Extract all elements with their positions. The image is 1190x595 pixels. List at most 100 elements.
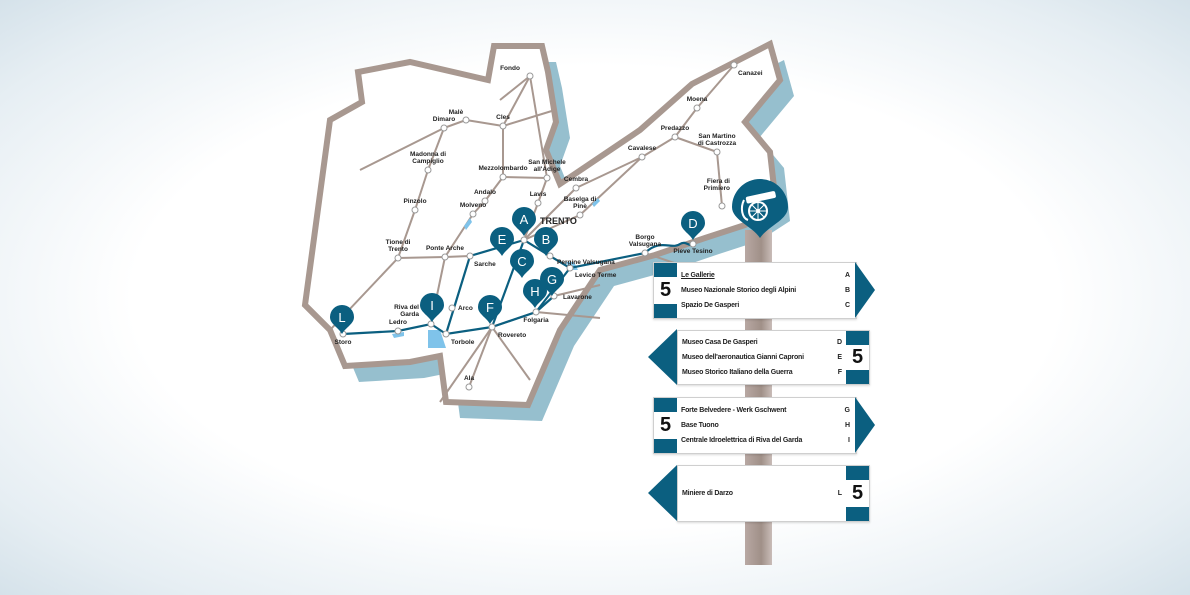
marker-letter: I [430, 298, 434, 313]
road [502, 109, 556, 127]
town-dot [465, 383, 473, 391]
marker-b[interactable]: B [534, 227, 558, 256]
road [579, 156, 643, 216]
lake [464, 218, 472, 230]
road [502, 75, 531, 127]
sign-tab [846, 466, 869, 480]
town-label: Lavarone [563, 294, 592, 301]
road [465, 119, 504, 127]
town-label: Moena [687, 96, 708, 103]
road [502, 176, 548, 179]
town-label: Fondo [500, 65, 520, 72]
marker-letter: B [542, 232, 551, 247]
town-dot [441, 253, 449, 261]
sign-tab [654, 439, 677, 453]
town-dot [411, 206, 419, 214]
town-label: Torbole [451, 339, 475, 346]
sign-item-name: Museo dell'aeronautica Gianni Caproni [682, 353, 804, 361]
marker-letter: E [498, 232, 507, 247]
marker-letter: H [530, 284, 539, 299]
town-dot [546, 252, 554, 260]
road [535, 311, 601, 319]
arrow-right-icon [855, 261, 875, 318]
road [439, 326, 493, 403]
sign-item[interactable]: Museo Casa De Gasperi D [682, 338, 842, 347]
road [696, 64, 735, 109]
town-dot [424, 166, 432, 174]
road [674, 136, 718, 153]
sign-item-name: Museo Storico Italiano della Guerra [682, 368, 793, 376]
sign-number: 5 [660, 413, 672, 436]
town-dot [481, 197, 489, 205]
town-dot [526, 72, 534, 80]
town-dot [394, 327, 402, 335]
road [553, 284, 601, 297]
marker-f[interactable]: F [478, 295, 502, 324]
road [468, 326, 493, 388]
town-dot [730, 61, 738, 69]
towns [339, 61, 738, 391]
sign-item-code: I [848, 436, 850, 444]
town-label: Pinzolo [403, 198, 426, 205]
town-label: Andalo [474, 189, 496, 196]
marker-letter: D [688, 216, 697, 231]
town-dot [440, 124, 448, 132]
town-label: Pieve Tesino [673, 248, 712, 255]
marker-letter: G [547, 272, 557, 287]
town-dot [427, 320, 435, 328]
marker-letter: F [486, 300, 494, 315]
town-dot [572, 184, 580, 192]
sign-number: 5 [660, 278, 672, 301]
town-label: Cles [496, 114, 510, 121]
road [575, 156, 643, 189]
town-dot [534, 199, 542, 207]
sign-item-name: Museo Casa De Gasperi [682, 338, 758, 346]
sign-item-code: G [844, 406, 850, 414]
town-label: Levico Terme [575, 272, 617, 279]
town-dot [689, 240, 697, 248]
sign-tab [846, 331, 869, 345]
sign-tab [654, 398, 677, 412]
town-dot [462, 116, 470, 124]
sign-item-code: D [836, 338, 842, 346]
sign-item[interactable]: Centrale Idroelettrica di Riva del Garda… [681, 436, 850, 445]
sign-tab [846, 370, 869, 384]
town-label: TRENTO [540, 216, 577, 226]
sign-tab [654, 263, 677, 277]
marker-l[interactable]: L [330, 305, 354, 334]
marker-d[interactable]: D [681, 211, 705, 240]
road [499, 75, 531, 101]
town-label: Predazzo [661, 125, 690, 132]
lake [428, 330, 446, 348]
town-label: Lavis [530, 191, 547, 198]
marker-e[interactable]: E [490, 227, 514, 256]
sign-item-name: Centrale Idroelettrica di Riva del Garda [681, 436, 803, 444]
road [491, 326, 531, 381]
sign-number: 5 [852, 345, 864, 368]
markers: ABC D E F GH I L [330, 207, 705, 334]
sign-item-code: H [844, 421, 850, 429]
marker-a[interactable]: A [512, 207, 536, 236]
town-label: Pergine Valsugana [557, 259, 615, 266]
town-label: Malè [449, 109, 464, 116]
town-dot [499, 173, 507, 181]
marker-h[interactable]: H [523, 279, 547, 308]
road [529, 75, 548, 179]
town-dot [394, 254, 402, 262]
road [484, 176, 504, 202]
marker-i[interactable]: I [420, 293, 444, 322]
marker-c[interactable]: C [510, 249, 534, 278]
